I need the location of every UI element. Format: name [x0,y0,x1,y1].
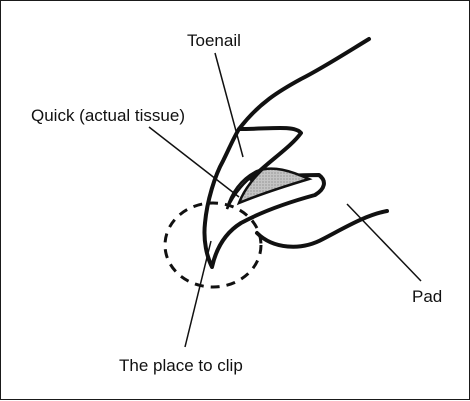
toenail-leader [214,52,244,158]
quick-tissue [225,167,313,210]
clip-leader [184,240,212,348]
pad-label: Pad [412,287,443,306]
toe-outline-upper [237,37,371,131]
clip-place-label: The place to clip [119,356,243,375]
clip-zone-circle [163,201,263,289]
pad-leader [346,203,422,282]
quick-leader [148,126,240,198]
pad-outline [255,209,389,249]
toenail-shell [202,126,326,269]
quick-label: Quick (actual tissue) [31,106,185,125]
toenail-label: Toenail [187,31,241,50]
